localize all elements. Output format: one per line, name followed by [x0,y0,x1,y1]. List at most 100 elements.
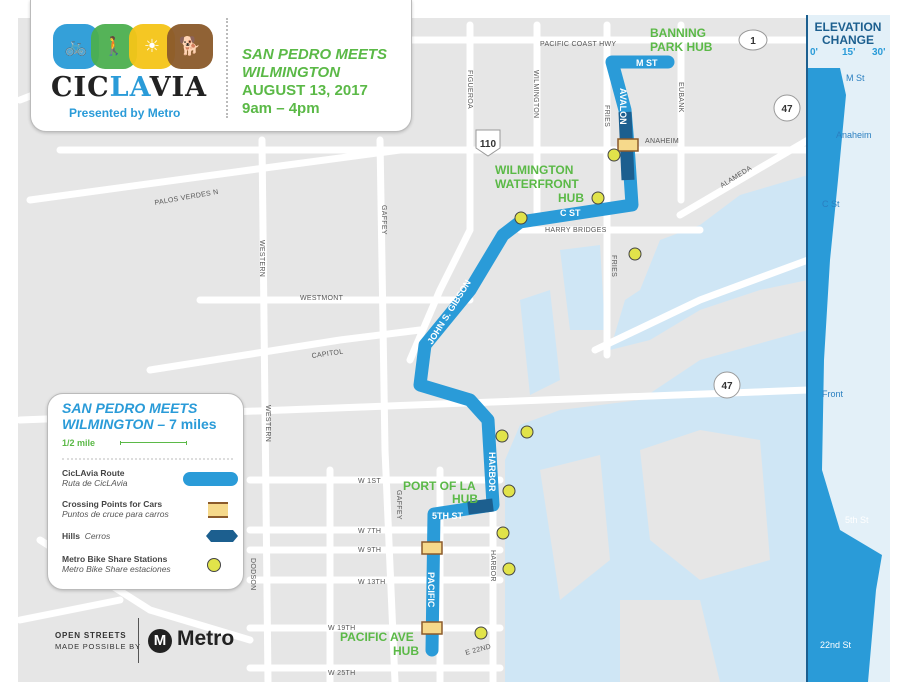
elevation-title-line1: ELEVATION [814,20,882,34]
route-47-shield-icon [773,94,801,122]
route-label-m-st: M ST [636,58,658,68]
crossing-icon [421,621,443,635]
ciclavia-logo-icons: 🚲 🚶 ☀ 🐕 [53,24,213,69]
footer-divider [138,618,139,663]
legend-label: Hills [62,531,80,541]
metro-logo-word: Metro [177,627,235,650]
street-label: FIGUEROA [466,70,473,109]
hub-pacific-ave-line2: HUB [393,644,419,658]
hub-pacific-ave: PACIFIC AVE [340,630,414,644]
hub-wilmington-waterfront-line3: HUB [558,191,584,205]
ciclavia-logo: CICLAVIA [51,72,207,103]
elevation-stop: Anaheim [836,130,872,140]
bike-station-icon[interactable] [496,526,510,540]
bike-station-icon[interactable] [607,148,621,162]
hill-hexagon-icon [206,530,238,542]
elevation-stop: 5th St [845,515,869,525]
route-47-south-label: 47 [721,381,733,392]
legend-sublabel: Cerros [84,531,111,541]
bike-station-icon[interactable] [474,626,488,640]
elevation-stop: M St [846,73,865,83]
street-label: W 9TH [358,547,381,554]
footer-line1: OPEN STREETS [55,631,127,640]
highway-shields: 1 110 47 47 [475,29,801,399]
elevation-stop: Front [822,389,844,399]
divider [226,18,228,118]
legend-item-hills: Hills Cerros [62,531,110,541]
event-title-line2: WILMINGTON [242,64,341,81]
legend-sublabel: Puntos de cruce para carros [62,509,169,519]
route-label-harbor: HARBOR [487,452,497,492]
legend: SAN PEDRO MEETS WILMINGTON – 7 miles 1/2… [47,393,244,590]
legend-distance: 7 miles [169,416,217,432]
street-label: ANAHEIM [645,138,679,145]
legend-divider [62,458,233,460]
street-label: DODSON [249,558,256,591]
street-label: HARRY BRIDGES [545,227,607,234]
street-label: W 25TH [328,670,355,677]
legend-title-line1: SAN PEDRO MEETS [62,400,198,416]
route-label-c-st: C ST [560,208,581,218]
street-label: GAFFEY [395,490,402,520]
yellow-dot-icon [207,558,221,572]
street-label: HARBOR [489,550,496,582]
bike-station-icon[interactable] [502,562,516,576]
street-label: WESTERN [264,405,271,442]
bike-station-icon[interactable] [502,484,516,498]
hub-port-of-la-line2: HUB [452,492,478,506]
street-label: WILMINGTON [532,70,539,118]
route-label-5th-st: 5TH ST [432,511,464,521]
title-card: 🚲 🚶 ☀ 🐕 CICLAVIA Presented by Metro SAN … [30,0,412,132]
bike-share-stations [474,148,642,640]
bike-station-icon[interactable] [591,191,605,205]
street-label: EUBANK [677,82,684,113]
street-label: W 13TH [358,579,385,586]
street-label: PACIFIC COAST HWY [540,41,616,48]
bike-station-icon[interactable] [520,425,534,439]
elevation-profile [808,68,882,682]
dog-walker-icon: 🐕 [167,24,213,69]
crossing-bridge-icon [208,502,228,518]
hub-banning-park: BANNING [650,26,706,40]
elevation-tick: 15' [842,47,856,58]
elevation-stops: M St Anaheim C St Front 5th St 22nd St [820,73,872,650]
presented-by: Presented by Metro [69,106,181,120]
interstate-110-shield-icon [475,129,501,157]
route-line-icon [183,472,238,486]
scale-label: 1/2 mile [62,438,96,448]
event-time: 9am – 4pm [242,100,320,117]
hub-banning-park-line2: PARK HUB [650,40,713,54]
legend-title-line2: WILMINGTON – [62,416,166,432]
interstate-110-label: 110 [480,139,497,150]
highway-1-label: 1 [750,36,756,47]
event-date: AUGUST 13, 2017 [242,82,368,99]
scale-bar [120,441,187,445]
route-47-north-label: 47 [781,104,793,115]
legend-title: SAN PEDRO MEETS WILMINGTON – 7 miles [62,400,217,432]
legend-label: CicLAvia Route [62,468,125,478]
street-label: CAPITOL [311,349,344,360]
crossing-icon [421,541,443,555]
hub-port-of-la: PORT OF LA [403,479,476,493]
bike-station-icon[interactable] [495,429,509,443]
street-label: W 1ST [358,478,381,485]
street-label: FRIES [603,105,610,127]
street-label: FRIES [610,255,617,277]
logo-text: CIC [51,72,110,103]
route-label-avalon: AVALON [618,88,628,125]
legend-sublabel: Ruta de CicLAvia [62,478,128,488]
crossing-icon [617,138,639,152]
metro-logo-icon: M [148,629,172,653]
route-label-pacific: PACIFIC [426,572,436,608]
street-label: GAFFEY [380,205,387,235]
elevation-title-line2: CHANGE [821,33,874,47]
bike-station-icon[interactable] [514,211,528,225]
route-47-shield-icon [713,371,741,399]
logo-text-la: LA [109,72,150,103]
elevation-title: ELEVATION CHANGE [806,21,890,47]
logo-text-end: VIA [149,72,208,103]
legend-label: Metro Bike Share Stations [62,554,168,564]
bike-station-icon[interactable] [628,247,642,261]
